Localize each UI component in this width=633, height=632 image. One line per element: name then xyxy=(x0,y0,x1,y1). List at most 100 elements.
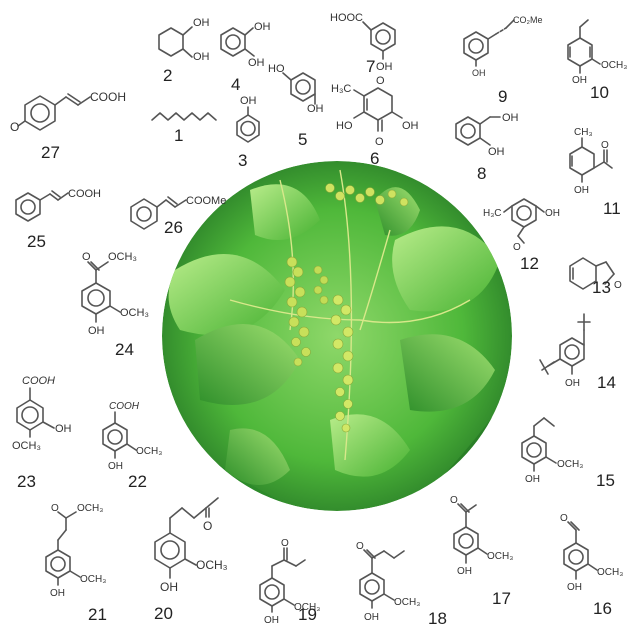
atom-label: COOH xyxy=(90,90,126,104)
atom-label: OCH₃ xyxy=(601,60,627,71)
atom-label: OCH₃ xyxy=(294,602,320,613)
compound-number: 27 xyxy=(41,143,60,162)
leaf xyxy=(250,184,320,240)
atom-label: O xyxy=(513,242,521,253)
structure-18 xyxy=(359,549,405,609)
compound-number: 23 xyxy=(17,472,36,491)
structure-21 xyxy=(45,511,81,586)
atom-label: OH xyxy=(240,95,257,107)
flower-catkin xyxy=(325,183,409,207)
structure-11 xyxy=(569,137,613,183)
atom-label: OCH₃ xyxy=(77,503,103,514)
compound-number: 13 xyxy=(592,278,611,297)
atom-label: OH xyxy=(254,21,271,33)
atom-label: HO xyxy=(268,63,285,75)
leaf xyxy=(400,334,495,412)
atom-label: COOH xyxy=(109,401,140,412)
compound-number: 7 xyxy=(366,57,376,76)
compound-number: 8 xyxy=(477,164,487,183)
structure-9 xyxy=(463,19,515,67)
compound-number: 14 xyxy=(597,373,616,392)
compound-number: 17 xyxy=(492,589,511,608)
structure-25 xyxy=(15,190,69,222)
atom-label: COOH xyxy=(68,188,101,200)
structure-24 xyxy=(81,261,121,323)
plant-photo xyxy=(162,161,512,511)
atom-label: O xyxy=(375,136,384,148)
flower-catkin xyxy=(330,294,354,433)
compound-number: 25 xyxy=(27,232,46,251)
atom-label: OH xyxy=(108,461,123,472)
atom-labels: OH OH OH OH OH HO OH H₃C O HO OH O HOOC … xyxy=(10,12,627,626)
atom-label: OCH₃ xyxy=(557,459,583,470)
atom-label: OCH₃ xyxy=(80,574,106,585)
atom-label: COOH xyxy=(22,375,55,387)
flower-catkin xyxy=(313,265,329,305)
leaf xyxy=(392,226,500,312)
compound-number: 3 xyxy=(238,151,248,170)
atom-label: H₃C xyxy=(483,208,502,219)
compound-number: 19 xyxy=(298,605,317,624)
compound-number: 15 xyxy=(596,471,615,490)
structure-10 xyxy=(567,19,601,74)
atom-label: O xyxy=(560,513,568,524)
atom-label: OCH₃ xyxy=(487,551,513,562)
atom-label: H₃C xyxy=(331,83,351,95)
atom-label: O xyxy=(203,519,212,533)
atom-label: HOOC xyxy=(330,12,363,24)
atom-label: O xyxy=(601,140,609,151)
atom-label: OH xyxy=(488,146,505,158)
atom-label: COOMe xyxy=(186,195,226,207)
structure-8 xyxy=(455,116,501,146)
structure-7 xyxy=(362,21,396,60)
compound-number: 22 xyxy=(128,472,147,491)
atom-label: OCH₃ xyxy=(136,446,162,457)
atom-label: OH xyxy=(565,378,580,389)
compound-number: 9 xyxy=(498,87,508,106)
compound-number: 24 xyxy=(115,340,134,359)
compound-number: 18 xyxy=(428,609,447,628)
structure-5 xyxy=(282,72,316,105)
atom-label: O xyxy=(376,75,385,87)
compound-number: 21 xyxy=(88,605,107,624)
compound-number: 1 xyxy=(174,126,184,145)
atom-label: OH xyxy=(567,582,582,593)
atom-label: OCH₃ xyxy=(196,558,228,572)
structure-16 xyxy=(563,521,598,580)
atom-label: O xyxy=(51,503,59,514)
structure-15 xyxy=(521,417,557,472)
structure-26 xyxy=(130,196,187,230)
flower-catkin xyxy=(284,256,311,367)
atom-label: OCH₃ xyxy=(597,567,623,578)
atom-label: OH xyxy=(472,68,486,78)
structure-19 xyxy=(259,547,306,613)
atom-label: CO₂Me xyxy=(513,15,543,25)
structure-14 xyxy=(539,313,591,375)
atom-label: OH xyxy=(545,208,560,219)
compound-number: 5 xyxy=(298,130,308,149)
leaf xyxy=(225,428,290,485)
leaf xyxy=(375,187,420,236)
structure-27 xyxy=(17,93,91,131)
atom-label: OH xyxy=(307,103,324,115)
structure-1 xyxy=(151,112,217,121)
structure-23 xyxy=(16,387,55,438)
atom-label: OH xyxy=(55,423,72,435)
structure-22 xyxy=(102,411,137,459)
atom-label: O xyxy=(450,495,458,506)
atom-label: O xyxy=(82,251,91,263)
atom-label: OCH₃ xyxy=(108,251,137,263)
structure-13 xyxy=(569,257,615,290)
compound-number: 12 xyxy=(520,254,539,273)
atom-label: O xyxy=(10,120,19,134)
atom-label: OH xyxy=(364,612,379,623)
compound-number: 11 xyxy=(603,199,621,218)
compound-number: 26 xyxy=(164,218,183,237)
structure-12 xyxy=(503,198,545,244)
atom-label: OH xyxy=(376,61,393,73)
atom-label: OH xyxy=(457,566,472,577)
atom-label: O xyxy=(356,541,364,552)
compound-number: 20 xyxy=(154,604,173,623)
